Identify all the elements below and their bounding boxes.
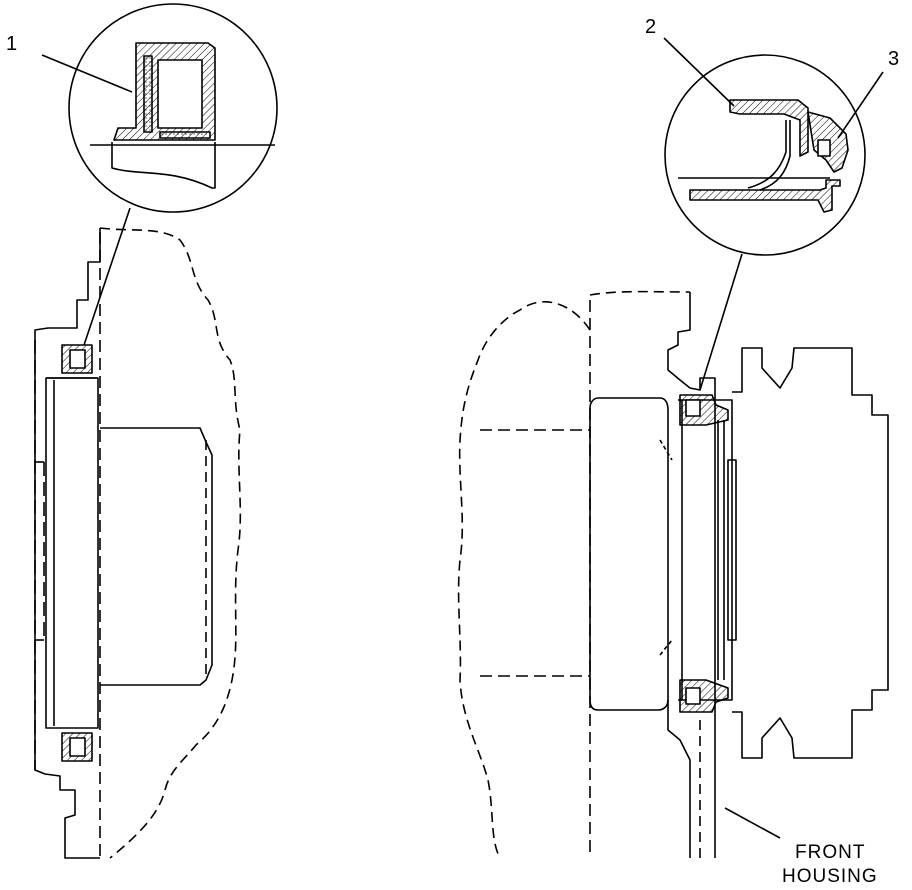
detail-wear-sleeve: [689, 179, 841, 213]
callout-3: 3: [888, 48, 899, 70]
front-housing-profile: [667, 292, 716, 395]
right-seal-bottom: [679, 679, 729, 713]
left-leader-line: [83, 207, 131, 346]
front-housing-label-line2: HOUSING: [782, 866, 878, 887]
left-seal-bottom: [61, 732, 93, 762]
callout-3-leader: [837, 71, 884, 139]
right-journal: [589, 397, 669, 711]
right-seal-top: [679, 394, 729, 426]
callout-2-leader: [663, 37, 735, 107]
front-housing-label-line1: FRONT: [795, 842, 865, 863]
callout-1-leader: [41, 54, 133, 93]
detail-circle-1: [68, 3, 278, 213]
left-housing-dashed: [99, 227, 242, 859]
left-seal-top: [61, 344, 93, 374]
right-crankshaft-view: [457, 253, 889, 859]
left-crankshaft-view: [34, 207, 242, 859]
right-leader-line: [699, 253, 743, 391]
callout-1: 1: [6, 33, 17, 55]
detail-circle-2-3: [664, 54, 866, 256]
pulley: [732, 347, 889, 759]
right-housing-dashed: [457, 301, 591, 859]
callout-2: 2: [645, 16, 656, 38]
front-housing-leader: [724, 807, 781, 839]
detail-2-seal-case: [729, 99, 809, 157]
